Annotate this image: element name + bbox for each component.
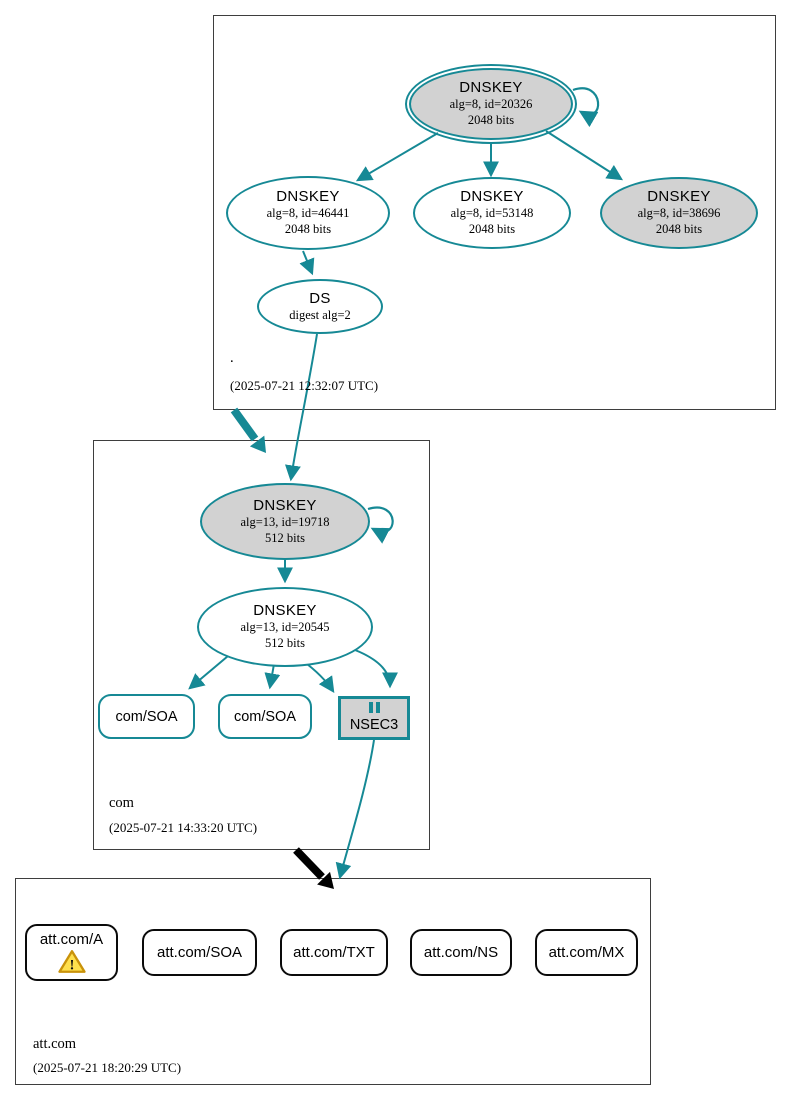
dnskey-detail: alg=13, id=19718	[240, 514, 330, 529]
ds-detail: digest alg=2	[289, 307, 351, 322]
rrset-label: att.com/A	[39, 931, 104, 948]
dnskey-node-root-ksk[interactable]: DNSKEY alg=8, id=20326 2048 bits	[405, 64, 577, 144]
nsec3-cell-left	[368, 702, 373, 713]
zone-label-attcom: att.com	[33, 1036, 77, 1052]
rrset-label: att.com/TXT	[293, 944, 375, 961]
zone-timestamp-attcom: (2025-07-21 18:20:29 UTC)	[33, 1060, 182, 1075]
zone-timestamp-root: (2025-07-21 12:32:07 UTC)	[230, 378, 379, 393]
rrset-label: com/SOA	[233, 708, 297, 725]
warning-glyph: !	[69, 958, 74, 974]
dnskey-detail: alg=13, id=20545	[240, 620, 330, 635]
dnskey-title: DNSKEY	[459, 79, 523, 97]
warning-icon: !	[57, 950, 86, 974]
rrset-label: att.com/NS	[423, 944, 499, 961]
dnskey-node-com-zsk[interactable]: DNSKEY alg=13, id=20545 512 bits	[197, 587, 373, 667]
dnskey-title: DNSKEY	[253, 496, 317, 514]
rrset-node-attcom-ns[interactable]: att.com/NS	[410, 929, 512, 976]
nsec3-header-cells	[368, 702, 380, 713]
nsec3-node[interactable]: NSEC3	[338, 696, 410, 740]
zone-timestamp-com: (2025-07-21 14:33:20 UTC)	[109, 820, 258, 835]
zone-label-com: com	[109, 795, 134, 811]
nsec3-cell-right	[375, 702, 380, 713]
dnskey-detail: alg=8, id=46441	[266, 206, 350, 221]
dnskey-detail: alg=8, id=53148	[450, 206, 534, 221]
rrset-label: com/SOA	[115, 708, 178, 725]
rrset-node-attcom-mx[interactable]: att.com/MX	[535, 929, 638, 976]
rrset-node-com-soa-2[interactable]: com/SOA	[218, 694, 312, 739]
dnskey-node-root-zsk38696[interactable]: DNSKEY alg=8, id=38696 2048 bits	[600, 177, 758, 249]
dnskey-node-root-zsk46441[interactable]: DNSKEY alg=8, id=46441 2048 bits	[226, 176, 390, 250]
dnskey-title: DNSKEY	[460, 188, 524, 206]
nsec3-label: NSEC3	[349, 716, 399, 733]
dnskey-size: 2048 bits	[655, 222, 703, 236]
dnskey-size: 2048 bits	[284, 222, 332, 236]
dnskey-size: 2048 bits	[468, 222, 516, 236]
rrset-node-attcom-a[interactable]: att.com/A !	[25, 924, 118, 981]
rrset-node-com-soa-1[interactable]: com/SOA	[98, 694, 195, 739]
zone-box-attcom	[15, 878, 651, 1085]
ds-title: DS	[309, 289, 331, 307]
rrset-node-attcom-soa[interactable]: att.com/SOA	[142, 929, 257, 976]
dnskey-detail: alg=8, id=20326	[449, 97, 533, 112]
rrset-node-attcom-txt[interactable]: att.com/TXT	[280, 929, 388, 976]
dnskey-size: 512 bits	[265, 636, 305, 650]
dnskey-size: 512 bits	[265, 530, 305, 545]
dnskey-detail: alg=8, id=38696	[637, 206, 721, 221]
dnskey-title: DNSKEY	[276, 188, 340, 206]
zone-box-root	[213, 15, 776, 410]
rrset-label: att.com/SOA	[156, 944, 243, 961]
dnskey-size: 2048 bits	[467, 113, 515, 127]
dnskey-node-root-zsk53148[interactable]: DNSKEY alg=8, id=53148 2048 bits	[413, 177, 571, 249]
dnskey-node-com-ksk[interactable]: DNSKEY alg=13, id=19718 512 bits	[200, 483, 370, 560]
rrset-label: att.com/MX	[548, 944, 625, 961]
zone-label-root: .	[230, 350, 234, 366]
ds-node-root[interactable]: DS digest alg=2	[257, 279, 383, 334]
dnskey-title: DNSKEY	[253, 602, 317, 620]
dnskey-title: DNSKEY	[647, 188, 711, 206]
